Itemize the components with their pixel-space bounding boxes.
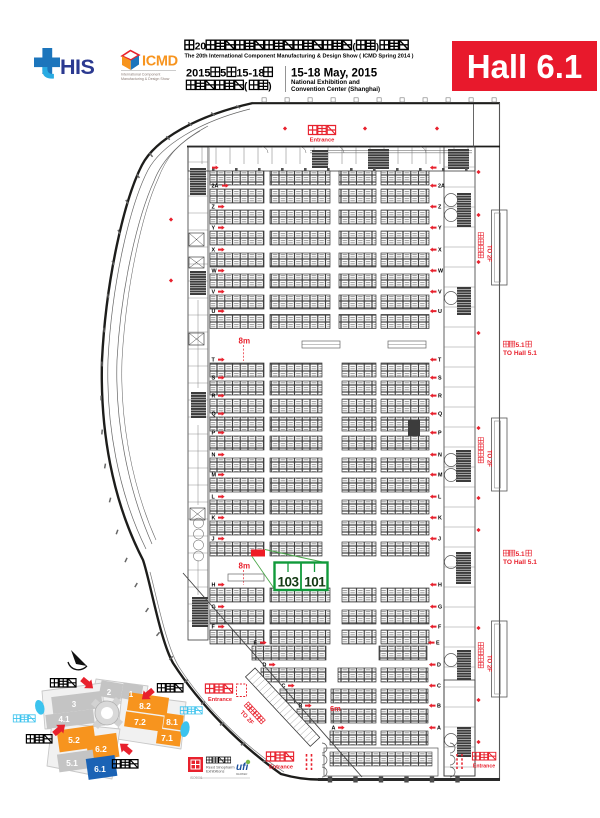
- svg-text:ICMD: ICMD: [142, 54, 178, 70]
- svg-text:N: N: [212, 453, 216, 459]
- svg-text:E: E: [254, 641, 258, 647]
- svg-text:W: W: [438, 269, 444, 275]
- svg-text:HIS: HIS: [60, 55, 95, 79]
- svg-text:S: S: [212, 376, 216, 382]
- svg-text:6m: 6m: [330, 704, 341, 713]
- svg-text:101: 101: [304, 575, 326, 590]
- svg-text:B: B: [437, 704, 441, 710]
- svg-text:5.2: 5.2: [68, 735, 80, 745]
- svg-text:TO Hall 5.1: TO Hall 5.1: [503, 350, 537, 357]
- svg-text:U: U: [212, 309, 216, 315]
- svg-text:H: H: [438, 583, 442, 589]
- svg-text:Exhibitions: Exhibitions: [206, 770, 224, 774]
- svg-text:TO 2F: TO 2F: [486, 245, 492, 262]
- svg-text:3: 3: [72, 700, 77, 709]
- svg-text:Z: Z: [438, 205, 442, 211]
- svg-text:V: V: [438, 290, 442, 296]
- svg-text:1: 1: [129, 690, 134, 699]
- svg-text:103: 103: [277, 575, 299, 590]
- svg-text:M: M: [438, 473, 443, 479]
- svg-text:7.2: 7.2: [134, 717, 146, 727]
- svg-text:Hall 6.1: Hall 6.1: [467, 48, 583, 85]
- svg-text:R: R: [212, 394, 216, 400]
- svg-text:ISO9001: ISO9001: [190, 776, 203, 780]
- svg-text:X: X: [212, 248, 216, 254]
- svg-text:U: U: [438, 309, 442, 315]
- svg-text:TO 2F: TO 2F: [486, 655, 492, 672]
- svg-text:W: W: [212, 269, 218, 275]
- svg-text:V: V: [212, 290, 216, 296]
- svg-text:7.1: 7.1: [161, 733, 173, 743]
- svg-text:5.1: 5.1: [516, 342, 525, 349]
- svg-text:L: L: [212, 495, 216, 501]
- svg-text:H: H: [212, 583, 216, 589]
- svg-text:National Exhibition and: National Exhibition and: [291, 79, 360, 86]
- svg-text:M: M: [212, 473, 217, 479]
- svg-text:TO 2F: TO 2F: [486, 450, 492, 467]
- svg-text:C: C: [437, 684, 441, 690]
- svg-text:F: F: [212, 625, 216, 631]
- svg-text:Reed Sinopharm: Reed Sinopharm: [206, 766, 235, 770]
- svg-text:R: R: [438, 394, 442, 400]
- svg-text:P: P: [438, 431, 442, 437]
- svg-text:): ): [268, 82, 271, 93]
- svg-text:4.1: 4.1: [58, 715, 70, 724]
- svg-text:Y: Y: [212, 226, 216, 232]
- svg-text:G: G: [438, 605, 442, 611]
- svg-text:5: 5: [220, 68, 226, 80]
- svg-text:2A: 2A: [212, 184, 219, 190]
- svg-text:A: A: [437, 726, 441, 732]
- svg-text:Z: Z: [212, 205, 216, 211]
- svg-text:15-18 May, 2015: 15-18 May, 2015: [291, 68, 378, 80]
- svg-text:International Component: International Component: [121, 73, 160, 77]
- svg-text:(: (: [353, 42, 356, 52]
- svg-text:S: S: [438, 376, 442, 382]
- svg-text:Q: Q: [438, 412, 442, 418]
- svg-text:5.1: 5.1: [66, 758, 78, 768]
- svg-text:8m: 8m: [239, 337, 251, 346]
- svg-text:J: J: [438, 537, 441, 543]
- svg-text:The 20th International Compone: The 20th International Component Manufac…: [185, 54, 414, 60]
- svg-text:X: X: [438, 248, 442, 254]
- svg-text:Manufacturing & Design Show: Manufacturing & Design Show: [121, 77, 170, 81]
- svg-text:8m: 8m: [239, 562, 251, 571]
- svg-text:TO Hall 5.1: TO Hall 5.1: [503, 559, 537, 566]
- svg-text:A: A: [332, 726, 336, 732]
- svg-text:ufi: ufi: [236, 762, 248, 773]
- svg-text:(: (: [244, 82, 248, 93]
- svg-text:N: N: [438, 453, 442, 459]
- svg-text:5.1: 5.1: [516, 551, 525, 558]
- svg-text:Entrance: Entrance: [473, 764, 495, 770]
- svg-text:8.1: 8.1: [166, 717, 178, 727]
- svg-text:Entrance: Entrance: [310, 138, 336, 144]
- svg-text:6.1: 6.1: [94, 764, 106, 774]
- svg-text:P: P: [212, 431, 216, 437]
- svg-text:C: C: [282, 684, 286, 690]
- svg-text:E: E: [436, 641, 440, 647]
- svg-text:8.2: 8.2: [139, 701, 151, 711]
- svg-text:J: J: [212, 537, 215, 543]
- svg-text:Y: Y: [438, 226, 442, 232]
- svg-text:K: K: [212, 516, 216, 522]
- svg-text:F: F: [438, 625, 442, 631]
- svg-text:15-18: 15-18: [236, 68, 264, 80]
- svg-text:Convention Center (Shanghai): Convention Center (Shanghai): [291, 86, 380, 93]
- svg-text:Entrance: Entrance: [269, 765, 293, 771]
- svg-text:6.2: 6.2: [95, 744, 107, 754]
- svg-text:L: L: [438, 495, 442, 501]
- svg-text:2015: 2015: [186, 68, 210, 80]
- svg-text:MEMBER: MEMBER: [236, 772, 248, 776]
- svg-text:D: D: [437, 663, 441, 669]
- svg-text:2: 2: [107, 688, 112, 697]
- svg-text:20: 20: [195, 42, 207, 53]
- svg-text:T: T: [212, 358, 216, 364]
- svg-text:Q: Q: [212, 412, 216, 418]
- svg-text:T: T: [438, 358, 442, 364]
- svg-text:Entrance: Entrance: [208, 697, 232, 703]
- svg-text:K: K: [438, 516, 442, 522]
- svg-text:): ): [376, 42, 379, 52]
- svg-text:2A: 2A: [438, 184, 445, 190]
